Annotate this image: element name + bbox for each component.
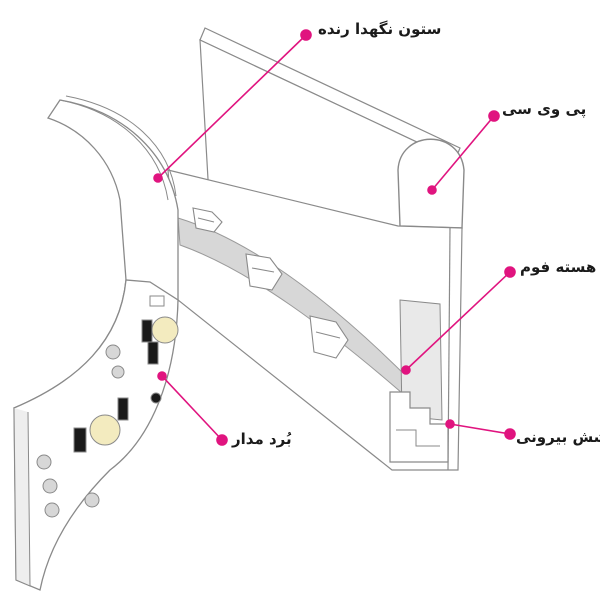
curved-profile-inner	[59, 99, 169, 201]
callout-lines	[153, 29, 516, 446]
pvc-end-cap	[397, 138, 465, 229]
label-holder: ستون نگهدا رنده	[318, 20, 442, 38]
curved-profile-inner-2	[65, 95, 177, 197]
holder-clips	[192, 207, 349, 359]
board-components	[36, 295, 179, 518]
profile-steps-inner	[396, 429, 440, 447]
label-outer-cover: پوشش بیرونی	[516, 428, 600, 446]
profile-steps	[389, 391, 449, 463]
foam-core-face	[399, 299, 443, 421]
circuit-board-edge	[13, 407, 31, 587]
label-foam-core: هسته فوم	[520, 258, 597, 276]
label-circuit-board: بُرد مدار	[232, 430, 292, 448]
label-pvc: پی وی سی	[502, 100, 587, 118]
outer-cover-edge	[447, 227, 451, 471]
